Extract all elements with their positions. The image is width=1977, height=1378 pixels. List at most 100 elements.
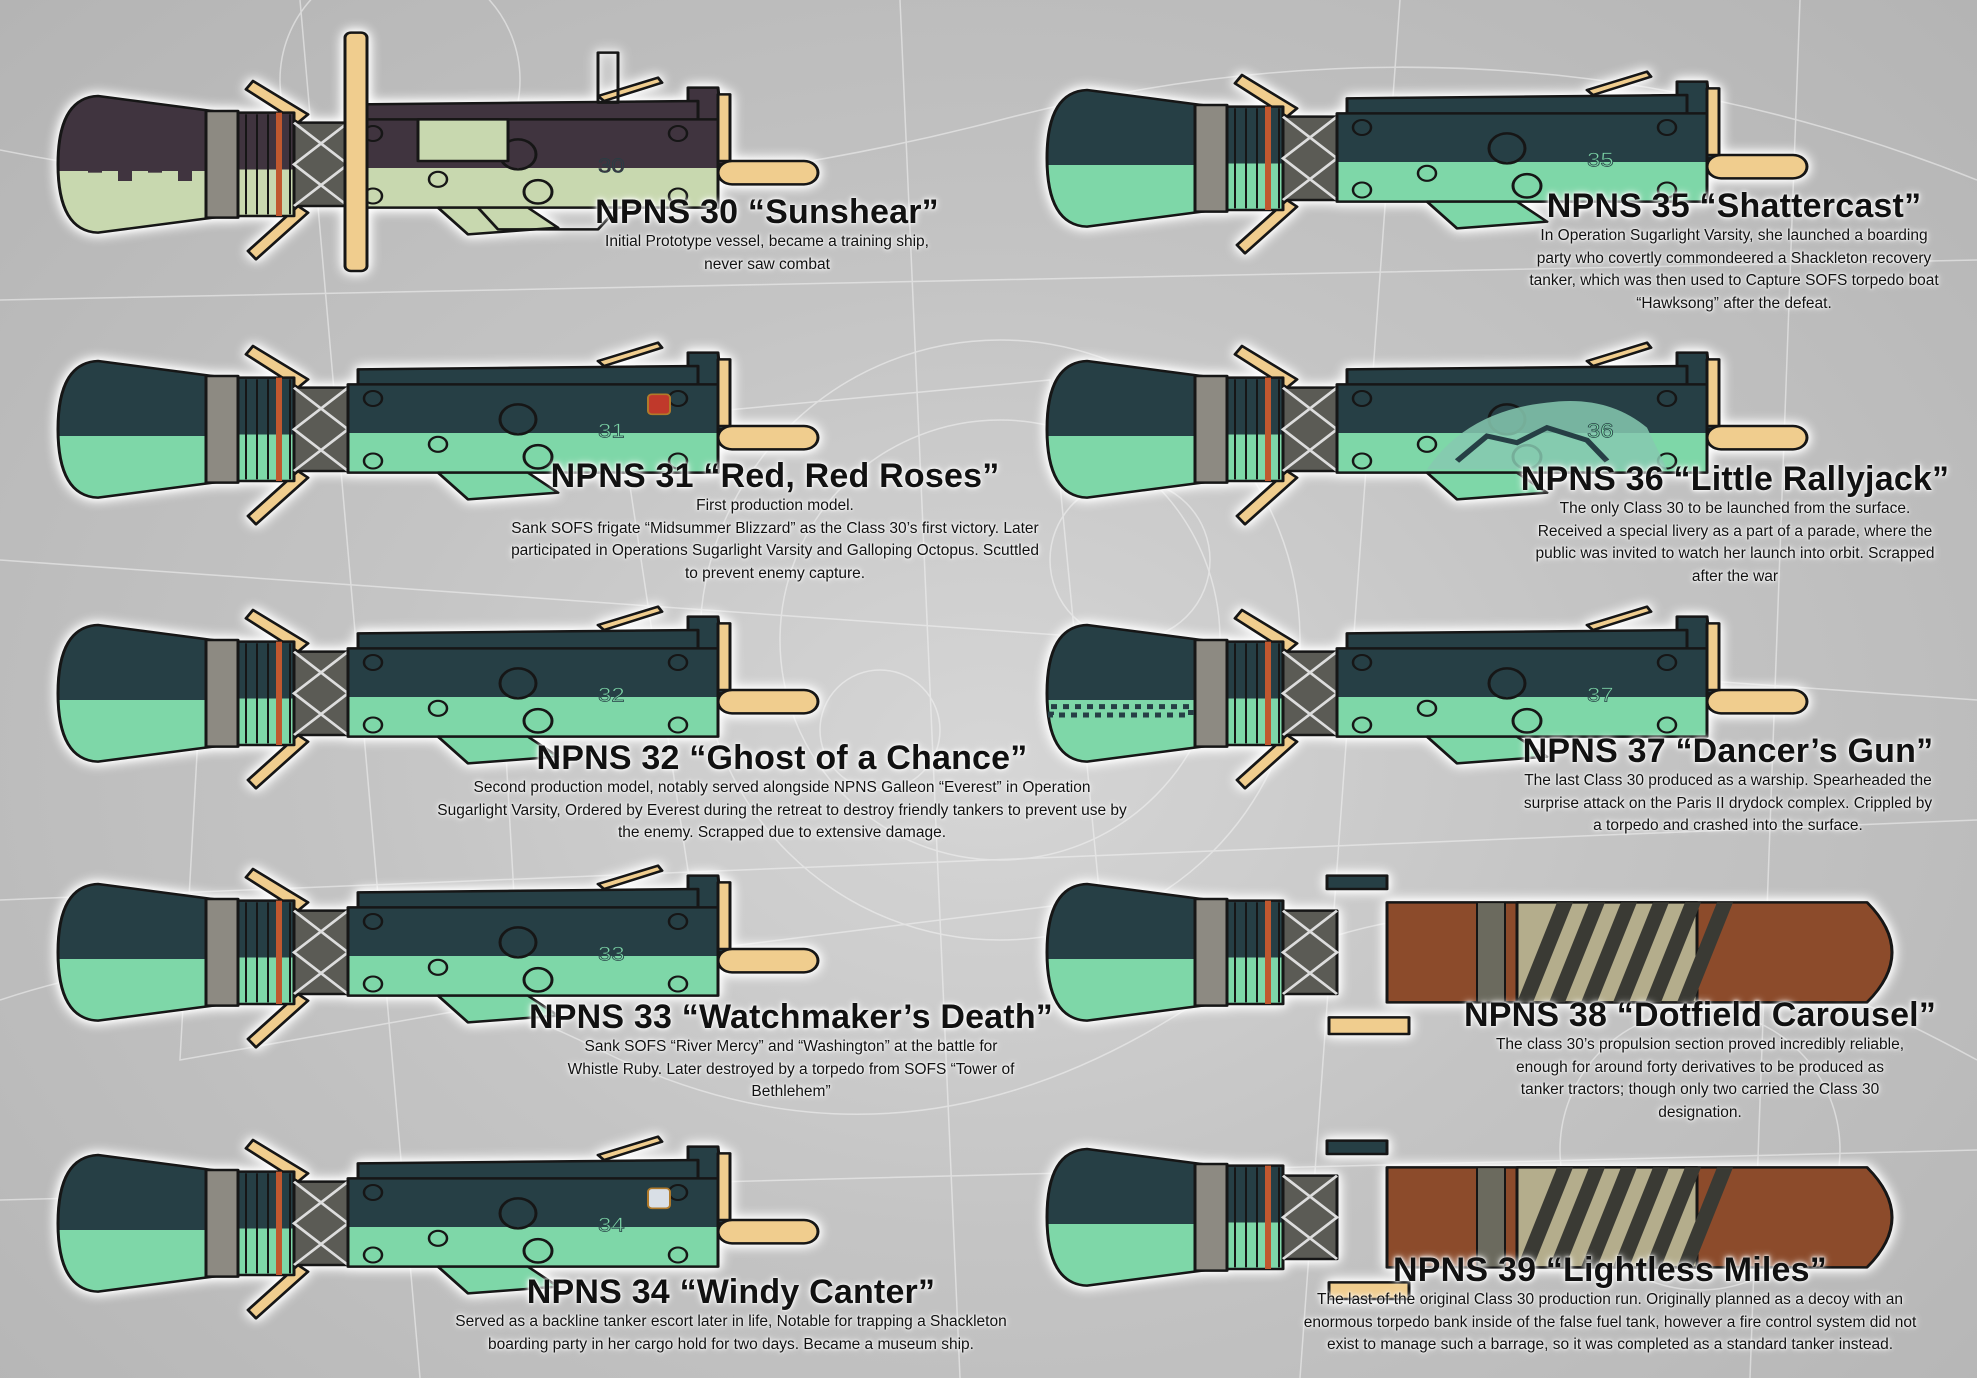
- truss-frame: [292, 1180, 350, 1267]
- deck-gun: [1585, 605, 1653, 632]
- hazard-stripe: [1581, 1167, 1637, 1268]
- description-line: after the war: [1691, 567, 1779, 585]
- antenna-mast: [596, 51, 620, 104]
- ship-svg: [1045, 1139, 1894, 1301]
- porthole: [667, 452, 689, 470]
- porthole: [1416, 699, 1438, 717]
- ship-illustration-34: 34: [56, 1130, 838, 1330]
- ship-description: The only Class 30 to be launched from th…: [1521, 498, 1949, 588]
- upper-deck: [1345, 628, 1689, 652]
- engine-nozzle: [1045, 359, 1229, 499]
- orange-stripe: [1265, 377, 1271, 481]
- porthole: [667, 124, 689, 143]
- porthole: [1351, 118, 1373, 137]
- deck-gun: [596, 864, 664, 891]
- hazard-stripe: [1645, 1167, 1701, 1268]
- tank-band: [1476, 1166, 1506, 1269]
- lower-fin-rod: [246, 733, 310, 790]
- description-line: Second production model, notably served …: [473, 779, 1091, 796]
- porthole: [1656, 389, 1678, 408]
- description-line: designation.: [1658, 1103, 1742, 1121]
- ship-caption-31: NPNS 31 “Red, Red Roses”First production…: [511, 457, 1039, 585]
- porthole: [427, 1229, 449, 1247]
- camo-block: [148, 161, 162, 173]
- engine-rings: [1225, 1164, 1285, 1271]
- engine-nozzle: [56, 623, 240, 763]
- camo-panel: [416, 118, 510, 163]
- truss-frame: [292, 650, 350, 737]
- ventral-fin: [1425, 735, 1549, 765]
- description-line: party who covertly commondeered a Shackl…: [1536, 249, 1932, 267]
- hatch-ring: [522, 707, 554, 734]
- truss-frame: [1281, 115, 1339, 202]
- hazard-stripe: [1549, 902, 1605, 1003]
- ship-title: NPNS 30 “Sunshear”: [595, 193, 939, 231]
- ship-caption-33: NPNS 33 “Watchmaker’s Death”Sank SOFS “R…: [529, 998, 1053, 1104]
- tower-plate: [1705, 87, 1721, 157]
- camo-block: [88, 161, 102, 173]
- porthole: [1351, 181, 1373, 199]
- nose-cone: [716, 688, 820, 715]
- hatch-ring: [1511, 172, 1543, 199]
- deck-gun: [596, 605, 664, 632]
- ship-description: The last of the original Class 30 produc…: [1304, 1289, 1917, 1357]
- truss-frame: [292, 121, 350, 208]
- lower-fin-rod: [246, 204, 310, 261]
- hatch-ring: [1487, 132, 1527, 165]
- hazard-stripe: [1517, 1167, 1573, 1268]
- ship-svg: 36: [1045, 341, 1809, 526]
- description-line: Sank SOFS frigate “Midsummer Blizzard” a…: [511, 519, 1039, 537]
- hull-number: 35: [1587, 149, 1614, 172]
- description-line: Received a special livery as a part of a…: [1537, 522, 1933, 540]
- porthole: [1351, 452, 1373, 470]
- engine-nozzle: [1045, 88, 1229, 228]
- nozzle-band: [204, 374, 240, 484]
- description-line: Initial Prototype vessel, became a train…: [605, 233, 929, 250]
- truss-frame: [292, 909, 350, 996]
- hull-number: 32: [598, 684, 625, 707]
- description-line: Whistle Ruby. Later destroyed by a torpe…: [567, 1060, 1015, 1078]
- ship-illustration-39: [1045, 1124, 1894, 1324]
- deck-gun: [596, 341, 664, 368]
- ship-illustration-35: 35: [1045, 65, 1827, 265]
- lower-fin-rod: [246, 469, 310, 526]
- porthole: [1416, 435, 1438, 453]
- engine-nozzle: [1045, 623, 1229, 763]
- hazard-stripe: [1645, 902, 1701, 1003]
- porthole: [667, 716, 689, 734]
- horse-mural: [1427, 401, 1667, 470]
- orange-stripe: [1265, 106, 1271, 210]
- porthole: [362, 912, 384, 931]
- nozzle-band: [204, 897, 240, 1007]
- nozzle-band: [1193, 1162, 1229, 1272]
- porthole: [362, 653, 384, 672]
- ventral-fin: [436, 1265, 560, 1295]
- landing-skid: [476, 206, 620, 231]
- propeller-blade: [343, 31, 369, 273]
- engine-nozzle: [1045, 1147, 1229, 1287]
- tank-band: [1476, 901, 1506, 1004]
- ship-title: NPNS 34 “Windy Canter”: [526, 1273, 936, 1311]
- truss-frame: [1281, 650, 1339, 737]
- ship-title: NPNS 36 “Little Rallyjack”: [1520, 460, 1950, 498]
- upper-deck: [356, 364, 700, 388]
- nozzle-band: [1193, 638, 1229, 748]
- ventral-fin: [1425, 471, 1549, 501]
- ship-caption-35: NPNS 35 “Shattercast”In Operation Sugarl…: [1529, 187, 1938, 315]
- deck-gun: [596, 76, 664, 103]
- hatch-ring: [498, 926, 538, 959]
- description-line: “Hawksong” after the defeat.: [1636, 294, 1832, 312]
- hatch-ring: [498, 403, 538, 436]
- engine-rings: [236, 640, 296, 747]
- hazard-stripe: [1677, 902, 1733, 1003]
- upper-deck: [356, 99, 700, 123]
- porthole: [1351, 653, 1373, 672]
- lower-fin-rod: [1235, 198, 1299, 255]
- tractor-cab: [1325, 874, 1389, 891]
- truss-frame: [292, 386, 350, 473]
- nose-cone: [1705, 688, 1809, 715]
- nose-cone: [1705, 153, 1809, 180]
- ventral-fin: [436, 206, 560, 236]
- ship-svg: 33: [56, 864, 820, 1049]
- porthole: [1656, 653, 1678, 672]
